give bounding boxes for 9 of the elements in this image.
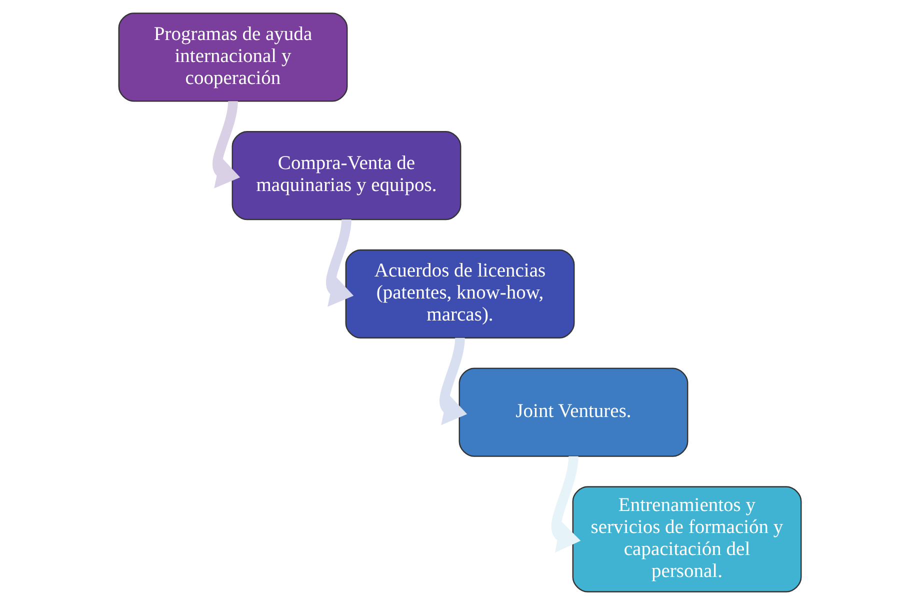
node-box: Joint Ventures. [458, 368, 688, 457]
arrow [326, 219, 354, 307]
arrow [439, 338, 467, 426]
node-box: Acuerdos de licencias (patentes, know-how, marcas). [344, 249, 574, 338]
node-box: Entrenamientos y servicios de formación y capacitación del personal. [572, 486, 802, 592]
node-box: Programas de ayuda internacional y cooperación [118, 12, 348, 102]
arrow [212, 100, 240, 188]
node-box: Compra-Venta de maquinarias y equipos. [231, 131, 461, 220]
arrow [550, 456, 580, 553]
